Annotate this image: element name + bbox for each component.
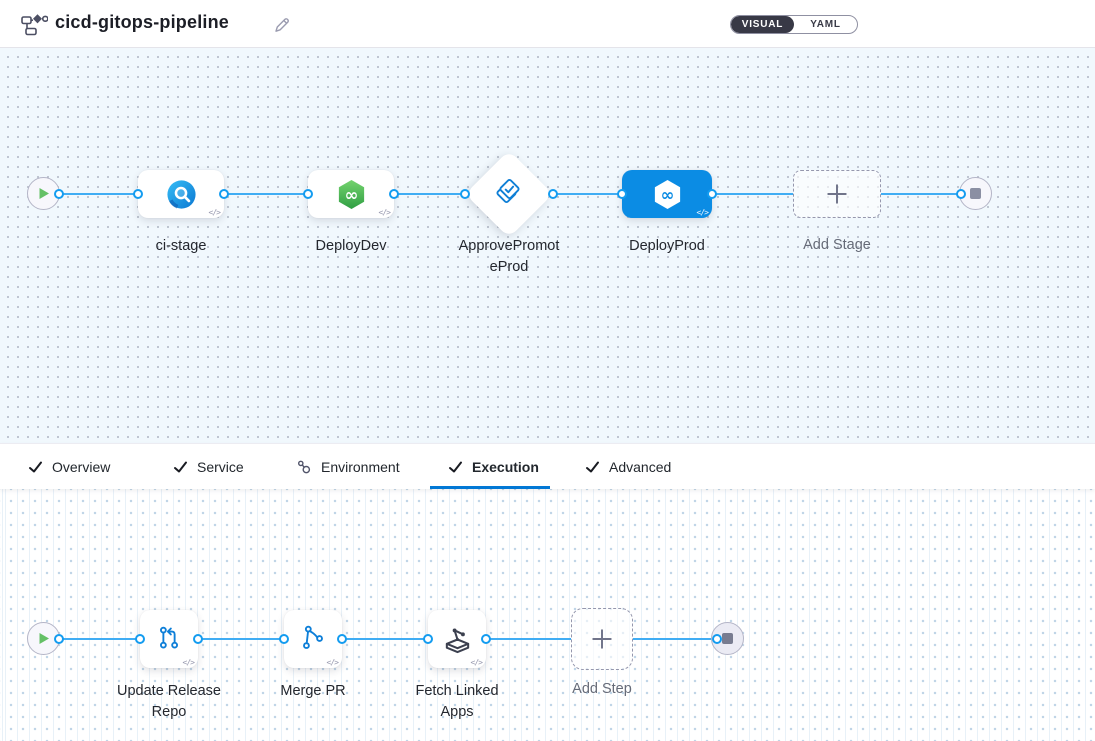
connector-port[interactable] <box>548 189 558 199</box>
connector-port[interactable] <box>460 189 470 199</box>
connector-port[interactable] <box>219 189 229 199</box>
toggle-yaml[interactable]: YAML <box>810 19 841 30</box>
add-step-button[interactable] <box>571 608 633 670</box>
git-update-icon <box>160 626 178 649</box>
toggle-visual[interactable]: VISUAL <box>731 16 794 33</box>
stage-node-deployprod[interactable]: ∞ </> <box>622 170 712 218</box>
tab-label: Advanced <box>609 459 672 475</box>
ci-build-icon <box>166 179 196 209</box>
step-node-merge-pr[interactable]: </> <box>284 610 342 668</box>
tab-advanced[interactable]: Advanced <box>585 444 671 490</box>
stage-config-tabs: Overview Service Environment Execution A… <box>0 443 1095 489</box>
step-label-update-release-repo: Update Release Repo <box>89 681 249 723</box>
tab-execution[interactable]: Execution <box>448 444 539 490</box>
cd-deploy-icon: ∞ <box>338 179 364 209</box>
connector-port[interactable] <box>423 634 433 644</box>
connector-port[interactable] <box>956 189 966 199</box>
label-line: Update Release <box>117 683 221 699</box>
code-badge: </> <box>378 208 391 217</box>
add-stage-label: Add Stage <box>803 237 871 253</box>
execution-start-node[interactable] <box>27 622 60 655</box>
tab-label: Overview <box>52 459 111 475</box>
check-icon <box>174 461 187 473</box>
label-line: eProd <box>489 259 529 275</box>
code-badge: </> <box>470 658 483 667</box>
edit-pencil-icon[interactable] <box>273 16 291 39</box>
stage-node-deploydev[interactable]: ∞ </> <box>308 170 394 218</box>
approval-icon <box>494 176 525 212</box>
check-icon <box>586 461 599 473</box>
label-line: Fetch Linked <box>415 683 499 699</box>
tab-service[interactable]: Service <box>173 444 244 490</box>
stop-icon <box>970 188 981 199</box>
step-connector-line <box>633 638 713 640</box>
header: cicd-gitops-pipeline VISUAL YAML <box>0 0 1095 48</box>
pipeline-flowchart-icon <box>21 13 49 41</box>
page-title: cicd-gitops-pipeline <box>55 12 230 32</box>
check-icon <box>449 461 462 473</box>
pipeline-start-node[interactable] <box>27 177 60 210</box>
execution-end-node[interactable] <box>711 622 744 655</box>
connector-port[interactable] <box>712 634 722 644</box>
plus-icon <box>592 629 612 649</box>
execution-graph-canvas[interactable]: </> </> </> <box>0 489 1095 741</box>
connector-port[interactable] <box>54 634 64 644</box>
cd-deploy-icon: ∞ <box>654 179 680 209</box>
add-step-label: Add Step <box>572 681 632 697</box>
stage-label-ci-stage: ci-stage <box>155 238 207 254</box>
active-tab-underline <box>430 486 550 489</box>
tab-label: Execution <box>472 459 539 475</box>
label-line: Repo <box>151 704 187 720</box>
fetch-apps-icon <box>445 627 469 653</box>
stage-connector-line <box>52 193 793 195</box>
connector-port[interactable] <box>303 189 313 199</box>
connector-port[interactable] <box>133 189 143 199</box>
step-node-update-release-repo[interactable]: </> <box>140 610 198 668</box>
label-line: ApprovePromot <box>458 238 560 254</box>
svg-text:∞: ∞ <box>660 185 674 204</box>
tab-label: Environment <box>321 459 400 475</box>
tab-overview[interactable]: Overview <box>28 444 110 490</box>
stop-icon <box>722 633 733 644</box>
connector-port[interactable] <box>193 634 203 644</box>
connector-port[interactable] <box>707 189 717 199</box>
code-badge: </> <box>696 208 709 217</box>
add-stage-button[interactable] <box>793 170 881 218</box>
label-line: Apps <box>440 704 474 720</box>
environment-icon <box>298 460 311 474</box>
step-node-fetch-linked-apps[interactable]: </> <box>428 610 486 668</box>
stage-label-approvepromoteprod: ApprovePromot eProd <box>429 236 589 278</box>
connector-port[interactable] <box>135 634 145 644</box>
connector-port[interactable] <box>54 189 64 199</box>
tab-label: Service <box>197 459 244 475</box>
connector-port[interactable] <box>481 634 491 644</box>
connector-port[interactable] <box>389 189 399 199</box>
step-label-fetch-linked-apps: Fetch Linked Apps <box>377 681 537 723</box>
stage-node-ci-stage[interactable]: </> <box>138 170 224 218</box>
stage-graph-canvas[interactable]: </> ∞ </> <box>0 48 1095 443</box>
stage-node-approvepromoteprod[interactable] <box>465 150 553 238</box>
connector-port[interactable] <box>617 189 627 199</box>
code-badge: </> <box>326 658 339 667</box>
step-label-merge-pr: Merge PR <box>280 683 346 699</box>
visual-yaml-toggle[interactable]: VISUAL YAML <box>730 15 858 34</box>
git-merge-icon <box>303 625 323 649</box>
play-icon <box>39 633 49 644</box>
play-icon <box>39 188 49 199</box>
check-icon <box>29 461 42 473</box>
stage-label-deployprod: DeployProd <box>629 238 705 254</box>
tab-environment[interactable]: Environment <box>296 444 400 490</box>
connector-port[interactable] <box>337 634 347 644</box>
code-badge: </> <box>208 208 221 217</box>
connector-port[interactable] <box>279 634 289 644</box>
stage-connector-line <box>881 193 961 195</box>
plus-icon <box>827 184 847 204</box>
svg-text:∞: ∞ <box>344 185 358 204</box>
stage-label-deploydev: DeployDev <box>315 238 387 254</box>
code-badge: </> <box>182 658 195 667</box>
